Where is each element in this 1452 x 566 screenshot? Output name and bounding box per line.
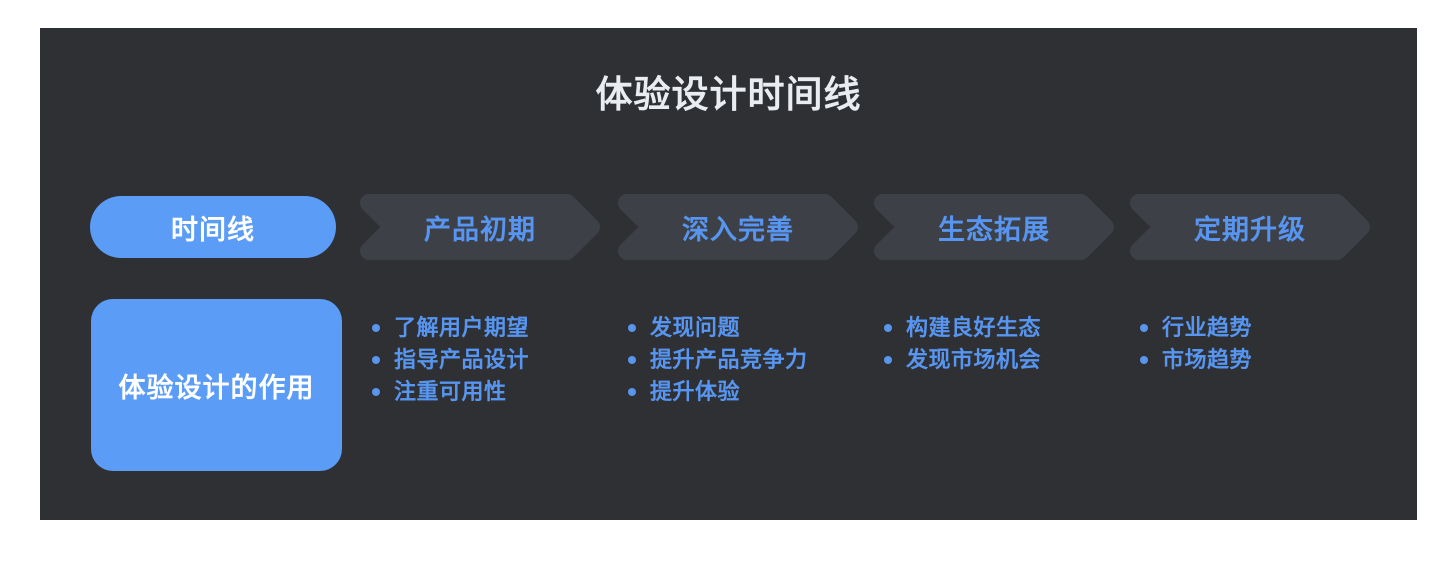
- list-item: 提升产品竞争力: [628, 344, 868, 376]
- chevron-arrow-shape: [1130, 194, 1370, 260]
- bullet-label: 提升体验: [650, 379, 741, 404]
- bullet-dot-icon: [884, 356, 892, 364]
- bullet-dot-icon: [884, 324, 892, 332]
- role-box-label: 体验设计的作用: [118, 372, 315, 403]
- list-item: 指导产品设计: [372, 344, 612, 376]
- list-item: 了解用户期望: [372, 312, 612, 344]
- stage-label: 深入完善: [682, 214, 794, 245]
- chevron-arrow-shape: [360, 194, 600, 260]
- stage-list-product-start: 了解用户期望 指导产品设计 注重可用性: [372, 312, 612, 408]
- stage-label: 定期升级: [1194, 214, 1306, 245]
- list-item: 行业趋势: [1140, 312, 1380, 344]
- stage-chevron-product-start: 产品初期: [360, 194, 600, 260]
- bullet-dot-icon: [628, 356, 636, 364]
- bullet-dot-icon: [628, 388, 636, 396]
- stage-list-ecosystem: 构建良好生态 发现市场机会: [884, 312, 1124, 376]
- bullet-dot-icon: [1140, 356, 1148, 364]
- bullet-label: 发现问题: [650, 315, 741, 340]
- bullet-dot-icon: [1140, 324, 1148, 332]
- stage-list-deep-improve: 发现问题 提升产品竞争力 提升体验: [628, 312, 868, 408]
- stage-label: 生态拓展: [938, 214, 1050, 245]
- chevron-arrow-shape: [618, 194, 858, 260]
- chevron-arrow-shape: [874, 194, 1114, 260]
- role-box: 体验设计的作用: [91, 299, 342, 471]
- slide-title: 体验设计时间线: [595, 74, 862, 115]
- list-item: 市场趋势: [1140, 344, 1380, 376]
- bullet-label: 行业趋势: [1162, 315, 1253, 340]
- list-item: 提升体验: [628, 376, 868, 408]
- bullet-label: 构建良好生态: [906, 315, 1042, 340]
- bullet-dot-icon: [372, 388, 380, 396]
- bullet-label: 提升产品竞争力: [650, 347, 808, 372]
- bullet-label: 发现市场机会: [906, 347, 1042, 372]
- bullet-label: 指导产品设计: [394, 347, 530, 372]
- stage-chevron-ecosystem: 生态拓展: [874, 194, 1114, 260]
- bullet-dot-icon: [372, 324, 380, 332]
- list-item: 注重可用性: [372, 376, 612, 408]
- stage-label: 产品初期: [424, 214, 536, 245]
- stage-chevron-regular-upgrade: 定期升级: [1130, 194, 1370, 260]
- list-item: 发现问题: [628, 312, 868, 344]
- list-item: 发现市场机会: [884, 344, 1124, 376]
- timeline-lead-pill: 时间线: [90, 196, 336, 258]
- bullet-dot-icon: [372, 356, 380, 364]
- bullet-label: 市场趋势: [1162, 347, 1253, 372]
- stage-list-regular-upgrade: 行业趋势 市场趋势: [1140, 312, 1380, 376]
- bullet-dot-icon: [628, 324, 636, 332]
- slide-card: 体验设计时间线 时间线 产品初期 深入完善 生态拓展 定期升级 体验设计的作用: [40, 28, 1417, 520]
- bullet-label: 了解用户期望: [394, 315, 530, 340]
- bullet-label: 注重可用性: [394, 379, 507, 404]
- list-item: 构建良好生态: [884, 312, 1124, 344]
- lead-pill-label: 时间线: [171, 214, 255, 245]
- stage-chevron-deep-improve: 深入完善: [618, 194, 858, 260]
